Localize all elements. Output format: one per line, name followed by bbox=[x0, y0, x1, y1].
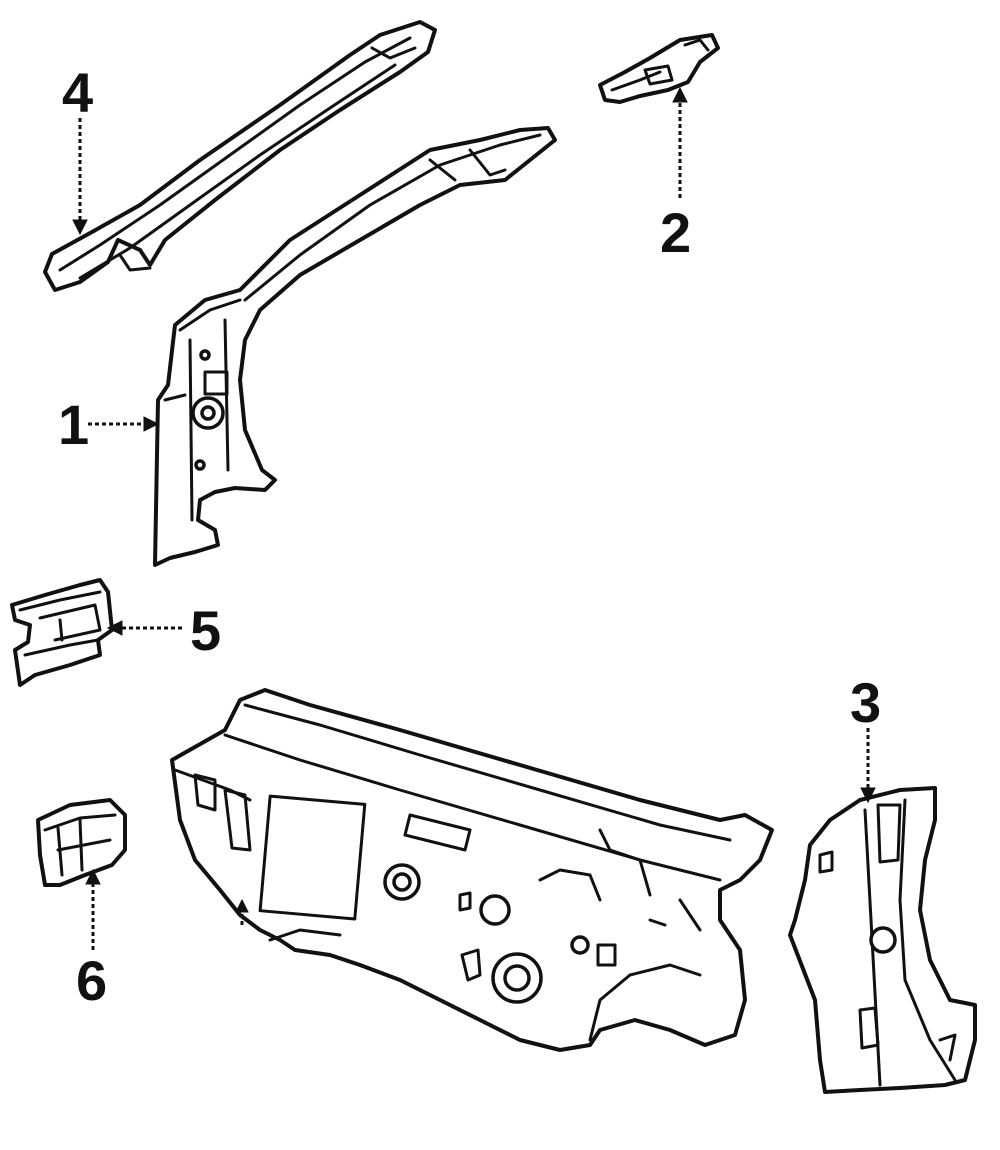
callout-6: 6 bbox=[76, 949, 107, 1012]
callout-1: 1 bbox=[58, 393, 89, 456]
leader-6 bbox=[85, 868, 101, 950]
leader-4 bbox=[72, 118, 88, 236]
callout-3: 3 bbox=[850, 671, 881, 734]
part-1-windshield-pillar[interactable] bbox=[153, 126, 557, 567]
callout-2: 2 bbox=[660, 201, 691, 264]
dash-panel[interactable] bbox=[170, 688, 774, 1052]
leader-2 bbox=[672, 86, 688, 198]
leader-5 bbox=[106, 620, 182, 636]
callout-4: 4 bbox=[62, 61, 93, 124]
part-4-roof-rail[interactable] bbox=[43, 20, 437, 292]
dash-panel-arrow bbox=[235, 898, 249, 925]
part-6-bracket[interactable] bbox=[36, 798, 127, 887]
part-3-cowl-side-panel[interactable] bbox=[788, 786, 977, 1094]
leader-1 bbox=[88, 416, 160, 432]
callout-5: 5 bbox=[190, 599, 221, 662]
leader-3 bbox=[860, 728, 876, 804]
part-5-bracket[interactable] bbox=[10, 578, 114, 687]
part-2-bracket[interactable] bbox=[598, 33, 720, 104]
